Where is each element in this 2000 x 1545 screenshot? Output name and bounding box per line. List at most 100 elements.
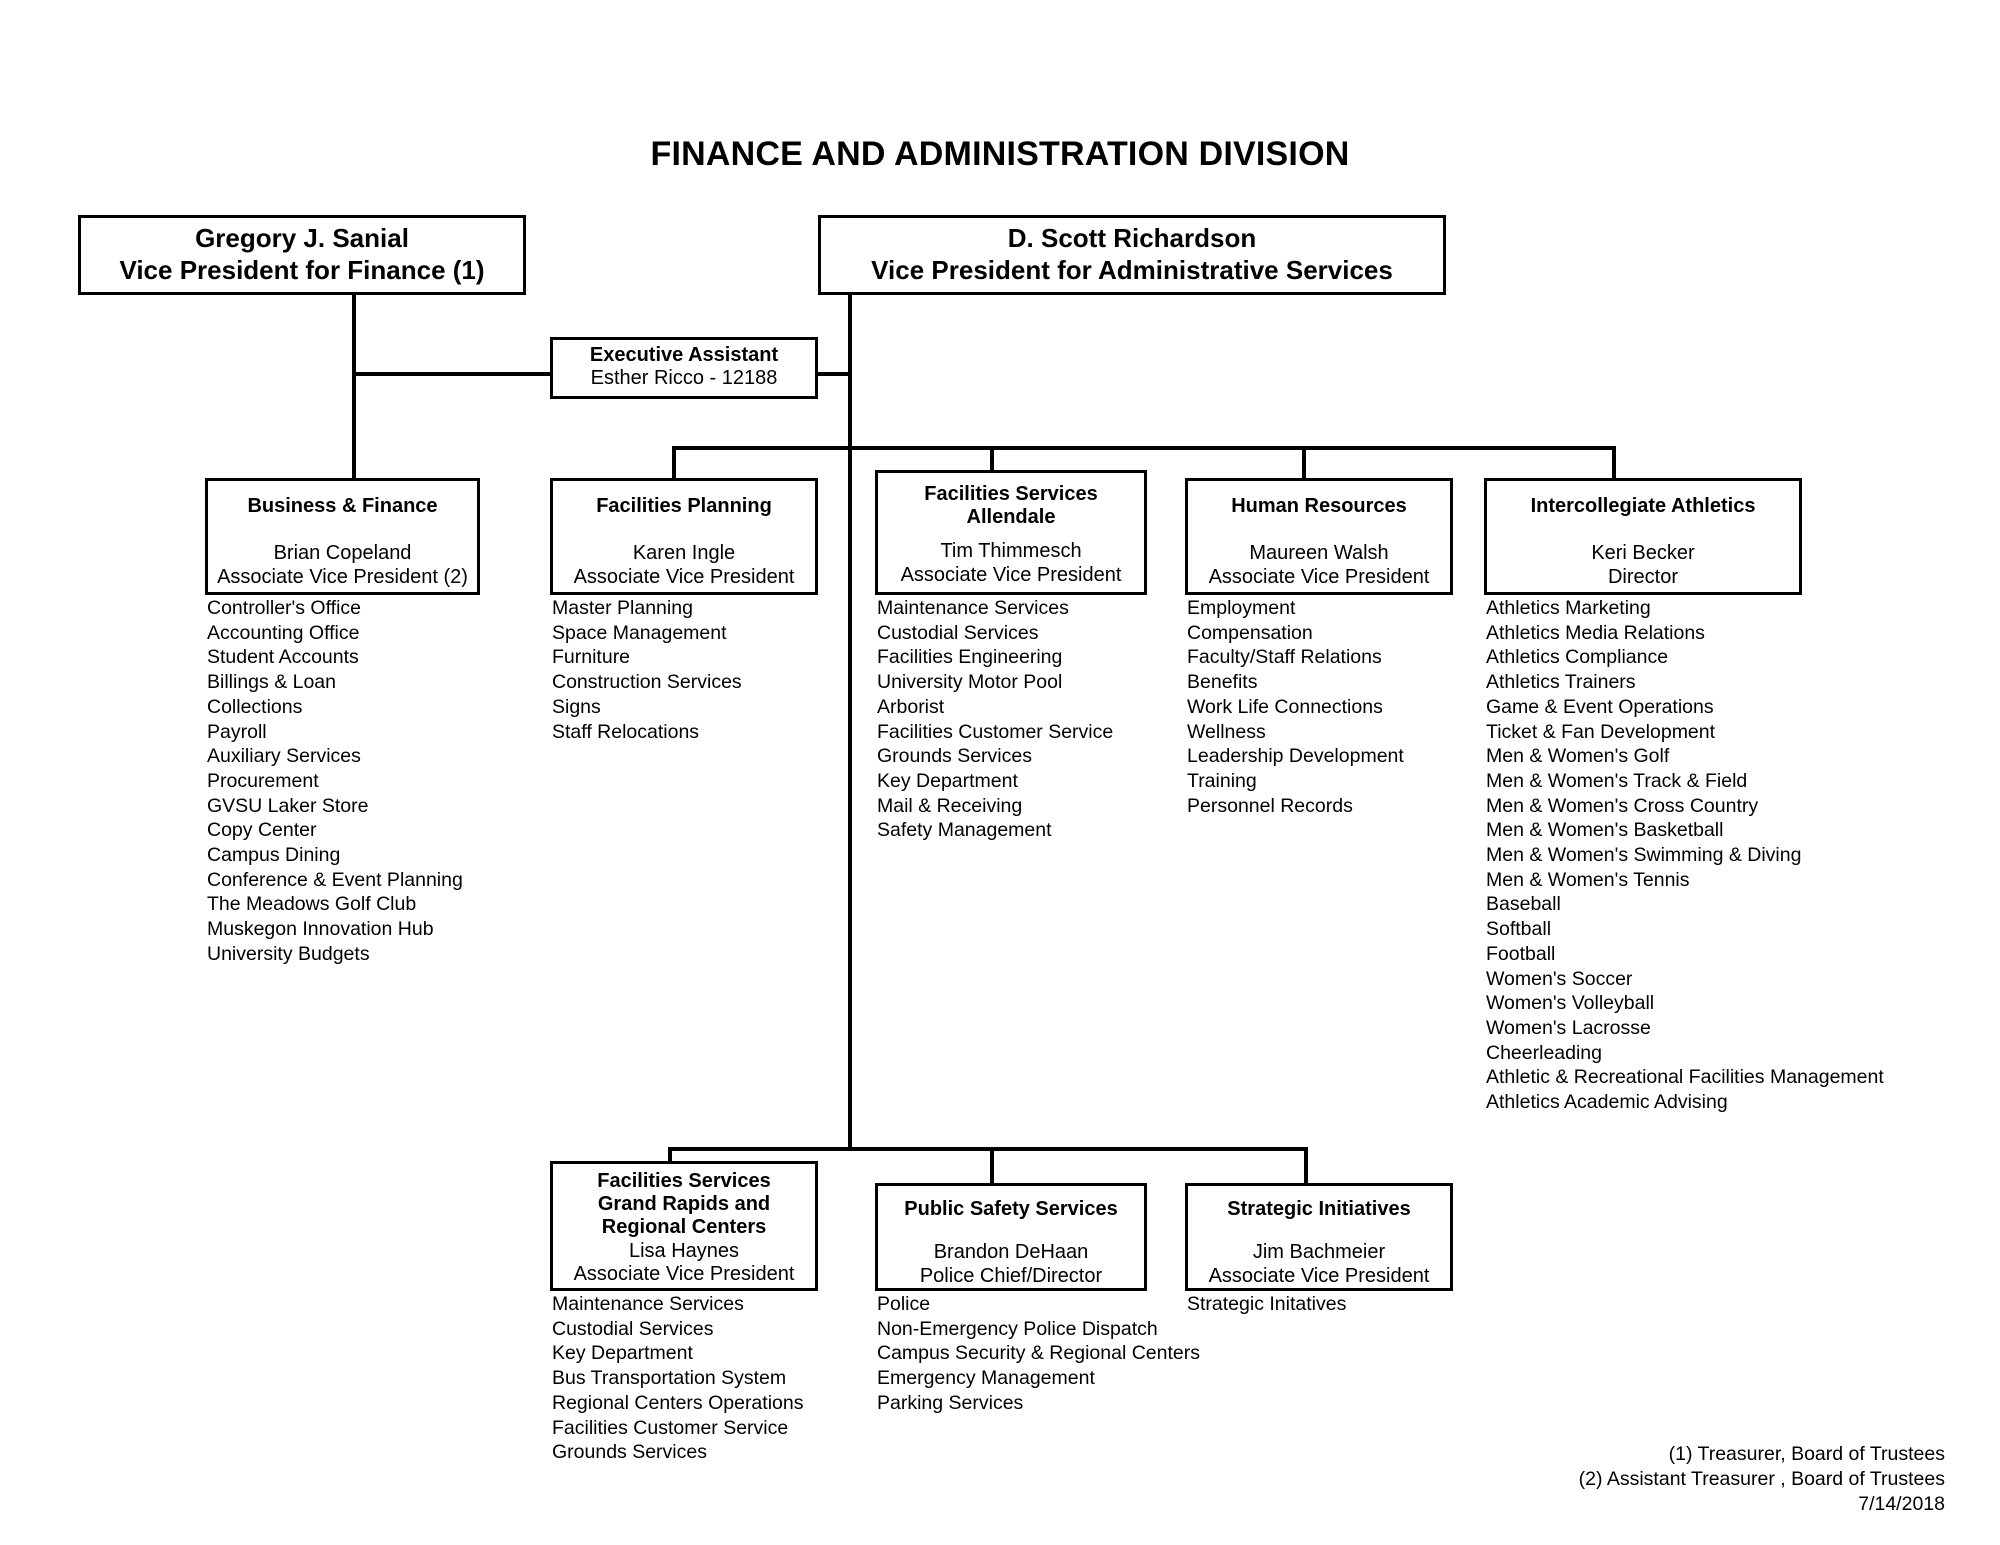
facilities-services-allendale-role: Associate Vice President <box>900 563 1122 586</box>
list-item: Maintenance Services <box>877 597 1069 619</box>
list-item: Accounting Office <box>207 621 360 644</box>
connector-drop-public-safety <box>990 1147 994 1183</box>
list-item: Campus Dining <box>207 844 341 867</box>
list-item: Men & Women's Swimming & Diving <box>1486 844 1802 867</box>
intercollegiate-athletics-title: Intercollegiate Athletics <box>1530 495 1756 517</box>
finance-vp-name: Gregory J. Sanial <box>195 223 409 253</box>
list-item: University Budgets <box>207 942 370 965</box>
strategic-initiatives-item-list: Strategic Initatives <box>1187 1292 1487 1317</box>
human-resources-person: Maureen Walsh <box>1249 542 1389 565</box>
list-item: Key Department <box>877 769 1018 792</box>
connector-department-bus <box>672 446 1616 450</box>
facilities-planning-title: Facilities Planning <box>596 495 772 517</box>
list-item: Billings & Loan <box>207 671 336 694</box>
business-and-finance-item-list: Controller's Office Accounting Office St… <box>207 596 507 967</box>
node-intercollegiate-athletics[interactable]: Intercollegiate Athletics Keri Becker Di… <box>1484 478 1802 595</box>
list-item: Athletics Trainers <box>1486 671 1636 694</box>
list-item: Bus Transportation System <box>552 1367 787 1390</box>
connector-finance-vp-stem <box>352 295 356 374</box>
intercollegiate-athletics-item-list: Athletics Marketing Athletics Media Rela… <box>1486 596 1966 1115</box>
public-safety-role: Police Chief/Director <box>919 1264 1103 1287</box>
finance-vp-role: Vice President for Finance (1) <box>119 255 485 286</box>
list-item: Arborist <box>877 695 945 718</box>
node-human-resources[interactable]: Human Resources Maureen Walsh Associate … <box>1185 478 1453 595</box>
executive-assistant-person: Esther Ricco - 12188 <box>590 367 778 390</box>
list-item: Emergency Management <box>877 1367 1095 1390</box>
connector-drop-human-resources <box>1302 446 1306 478</box>
list-item: Regional Centers Operations <box>552 1391 804 1414</box>
footnote-date: 7/14/2018 <box>1858 1493 1945 1515</box>
list-item: Student Accounts <box>207 646 359 669</box>
node-executive-assistant[interactable]: Executive Assistant Esther Ricco - 12188 <box>550 337 818 399</box>
facilities-planning-item-list: Master Planning Space Management Furnitu… <box>552 596 852 744</box>
list-item: Women's Lacrosse <box>1486 1016 1651 1039</box>
footnote-2: (2) Assistant Treasurer , Board of Trust… <box>1578 1468 1945 1490</box>
list-item: Facilities Customer Service <box>877 720 1114 743</box>
list-item: Staff Relocations <box>552 720 700 743</box>
public-safety-item-list: Police Non-Emergency Police Dispatch Cam… <box>877 1292 1277 1416</box>
list-item: Custodial Services <box>877 621 1039 644</box>
list-item: Facilities Engineering <box>877 646 1063 669</box>
list-item: Employment <box>1187 597 1296 619</box>
connector-drop-facilities-services-allendale <box>990 446 994 478</box>
list-item: Key Department <box>552 1342 693 1365</box>
human-resources-item-list: Employment Compensation Faculty/Staff Re… <box>1187 596 1487 818</box>
facilities-services-allendale-title-line2: Allendale <box>966 506 1056 529</box>
list-item: Men & Women's Cross Country <box>1486 794 1759 817</box>
list-item: Wellness <box>1187 720 1266 743</box>
connector-drop-facilities-planning <box>672 446 676 478</box>
facilities-planning-role: Associate Vice President <box>573 565 795 588</box>
list-item: Grounds Services <box>877 745 1032 768</box>
node-business-and-finance[interactable]: Business & Finance Brian Copeland Associ… <box>205 478 480 595</box>
node-finance-vice-president[interactable]: Gregory J. Sanial Vice President for Fin… <box>78 215 526 295</box>
list-item: Police <box>877 1293 931 1315</box>
list-item: Athletics Marketing <box>1486 597 1651 619</box>
node-strategic-initiatives[interactable]: Strategic Initiatives Jim Bachmeier Asso… <box>1185 1183 1453 1291</box>
node-facilities-services-allendale[interactable]: Facilities Services Allendale Tim Thimme… <box>875 470 1147 595</box>
human-resources-role: Associate Vice President <box>1208 565 1430 588</box>
facilities-grand-rapids-title-line1: Facilities Services <box>597 1170 771 1192</box>
list-item: Men & Women's Track & Field <box>1486 769 1748 792</box>
list-item: Game & Event Operations <box>1486 695 1714 718</box>
facilities-grand-rapids-role: Associate Vice President <box>573 1263 795 1286</box>
strategic-initiatives-role: Associate Vice President <box>1208 1264 1430 1287</box>
list-item: Custodial Services <box>552 1317 714 1340</box>
connector-bottom-bus <box>668 1147 1308 1151</box>
connector-finance-to-exec-assistant <box>352 372 550 376</box>
list-item: Parking Services <box>877 1391 1024 1414</box>
list-item: Athletics Academic Advising <box>1486 1091 1728 1114</box>
list-item: Space Management <box>552 621 727 644</box>
connector-exec-assistant-to-admin <box>818 372 852 376</box>
list-item: Athletic & Recreational Facilities Manag… <box>1486 1066 1884 1089</box>
facilities-services-allendale-person: Tim Thimmesch <box>940 540 1082 563</box>
admin-vp-role: Vice President for Administrative Servic… <box>871 255 1393 286</box>
list-item: Conference & Event Planning <box>207 868 463 891</box>
list-item: Mail & Receiving <box>877 794 1023 817</box>
list-item: Master Planning <box>552 597 693 619</box>
list-item: Safety Management <box>877 819 1052 842</box>
list-item: Campus Security & Regional Centers <box>877 1342 1200 1365</box>
list-item: Training <box>1187 769 1257 792</box>
list-item: Leadership Development <box>1187 745 1404 768</box>
list-item: Construction Services <box>552 671 742 694</box>
list-item: Payroll <box>207 720 267 743</box>
facilities-grand-rapids-title-line2: Grand Rapids and <box>597 1193 771 1216</box>
node-facilities-planning[interactable]: Facilities Planning Karen Ingle Associat… <box>550 478 818 595</box>
list-item: Women's Soccer <box>1486 967 1633 990</box>
list-item: Furniture <box>552 646 631 669</box>
connector-drop-intercollegiate-athletics <box>1612 446 1616 478</box>
node-administrative-services-vice-president[interactable]: D. Scott Richardson Vice President for A… <box>818 215 1446 295</box>
list-item: Collections <box>207 695 303 718</box>
list-item: Baseball <box>1486 893 1561 916</box>
business-and-finance-role: Associate Vice President (2) <box>217 565 468 588</box>
node-public-safety-services[interactable]: Public Safety Services Brandon DeHaan Po… <box>875 1183 1147 1291</box>
facilities-services-allendale-title-line1: Facilities Services <box>924 483 1098 505</box>
footnote-1: (1) Treasurer, Board of Trustees <box>1668 1443 1945 1465</box>
node-facilities-services-grand-rapids[interactable]: Facilities Services Grand Rapids and Reg… <box>550 1161 818 1291</box>
executive-assistant-title: Executive Assistant <box>589 344 779 366</box>
list-item: Work Life Connections <box>1187 695 1383 718</box>
list-item: Athletics Compliance <box>1486 646 1669 669</box>
list-item: Football <box>1486 942 1556 965</box>
list-item: Procurement <box>207 769 319 792</box>
connector-admin-vp-stem <box>848 295 852 375</box>
